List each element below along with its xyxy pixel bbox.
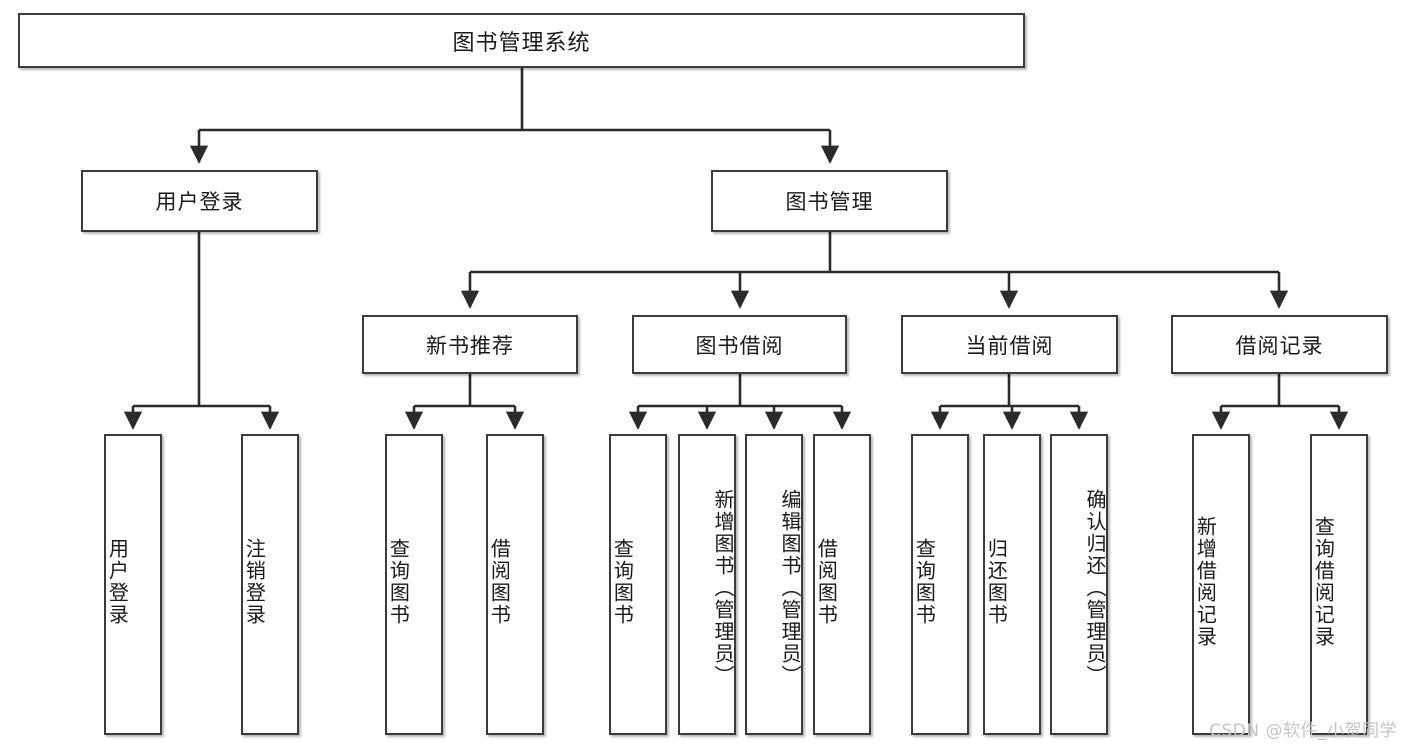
leaf-add-borrow-record[interactable]: 新增借阅记录 (1192, 434, 1250, 735)
csdn-watermark: CSDN @软件_小贺同学 (1209, 721, 1397, 741)
leaf-query-book-recommend[interactable]: 查询图书 (385, 434, 443, 735)
leaf-return-book[interactable]: 归还图书 (983, 434, 1041, 735)
leaf-query-borrow-record[interactable]: 查询借阅记录 (1310, 434, 1368, 735)
node-book-borrow[interactable]: 图书借阅 (632, 315, 847, 374)
leaf-confirm-return-admin[interactable]: 确认归还（管理员） (1050, 434, 1108, 735)
leaf-logout[interactable]: 注销登录 (241, 434, 299, 735)
leaf-borrow-book[interactable]: 借阅图书 (813, 434, 871, 735)
node-user-login[interactable]: 用户登录 (81, 170, 318, 232)
leaf-query-book-current[interactable]: 查询图书 (911, 434, 969, 735)
leaf-user-login[interactable]: 用户登录 (104, 434, 162, 735)
node-root-title[interactable]: 图书管理系统 (18, 13, 1025, 68)
node-current-borrow[interactable]: 当前借阅 (901, 315, 1118, 374)
leaf-borrow-book-recommend[interactable]: 借阅图书 (486, 434, 544, 735)
leaf-add-book-admin[interactable]: 新增图书（管理员） (678, 434, 736, 735)
leaf-query-book-borrow[interactable]: 查询图书 (609, 434, 667, 735)
node-borrow-record[interactable]: 借阅记录 (1171, 315, 1388, 374)
node-book-management[interactable]: 图书管理 (711, 170, 948, 232)
leaf-edit-book-admin[interactable]: 编辑图书（管理员） (745, 434, 803, 735)
node-new-book-recommend[interactable]: 新书推荐 (362, 315, 578, 374)
